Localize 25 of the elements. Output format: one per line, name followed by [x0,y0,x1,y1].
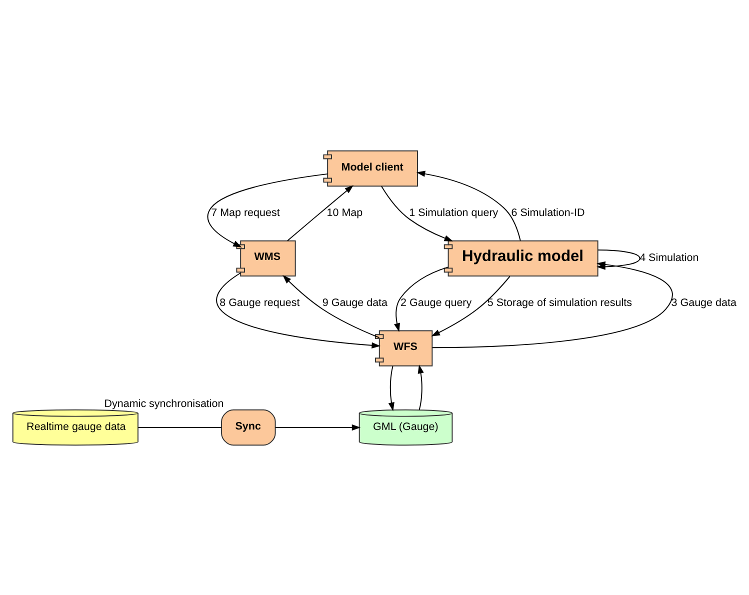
arrow [388,365,394,411]
node-label: Dynamic synchronisation [104,397,224,410]
node-box: Sync [221,408,276,446]
edge-label: 10 Map [326,206,363,219]
edge-label: 6 Simulation-ID [511,206,585,219]
arrow [394,266,449,332]
edge-label: 1 Simulation query [409,206,498,219]
arrow [286,184,354,241]
edge-label: 4 Simulation [640,252,699,264]
edge-label: 5 Storage of simulation results [487,296,632,309]
edge-label: 3 Gauge data [671,296,736,309]
edge-label: 2 Gauge query [400,296,472,309]
arrow [432,260,673,348]
connector [138,426,222,428]
arrow [274,424,361,430]
edge-label: 9 Gauge data [322,296,388,309]
edge-label: 8 Gauge request [220,296,300,309]
arrow [416,170,521,240]
arrow [431,275,510,336]
arrow [418,364,424,410]
arrow [381,185,454,241]
arrow [282,274,380,338]
arrow [207,172,328,247]
arrow [216,272,381,348]
edge-label: 7 Map request [211,206,280,219]
